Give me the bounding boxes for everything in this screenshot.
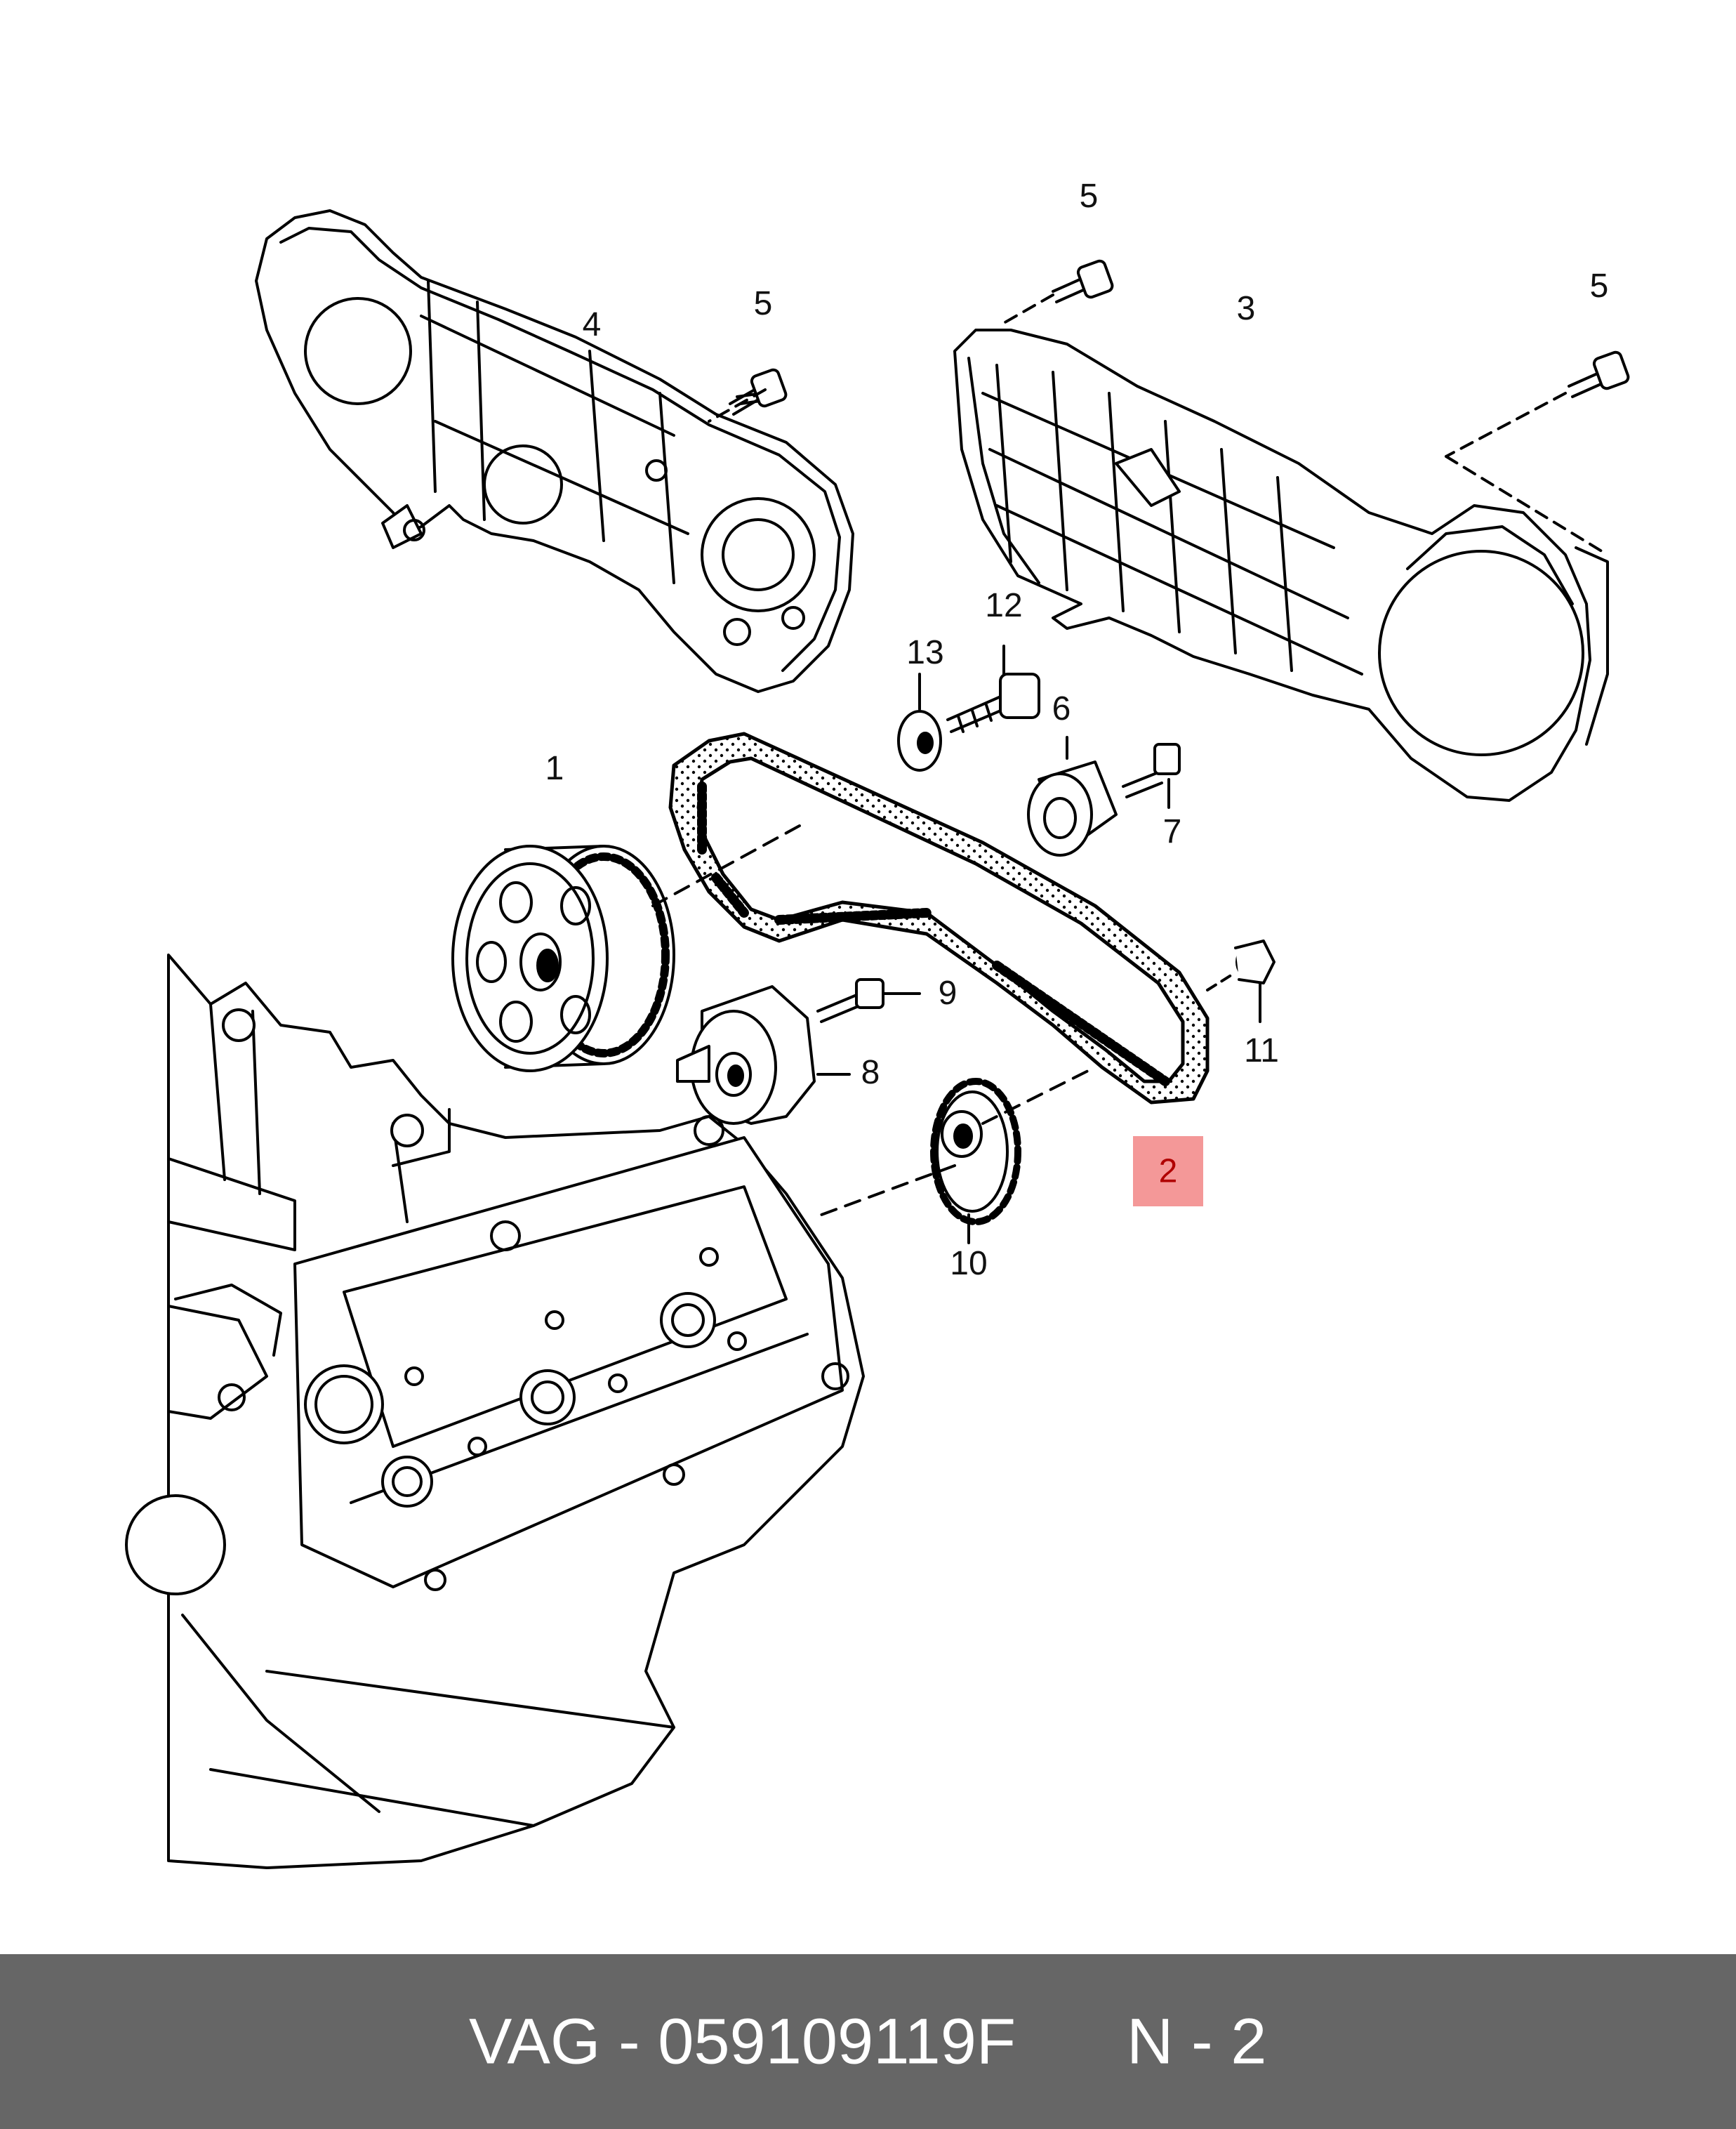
callout-9: 9 (938, 975, 958, 1012)
callout-11: 11 (1244, 1032, 1279, 1069)
bolt-5c (1445, 350, 1630, 556)
callout-6: 6 (1052, 690, 1071, 727)
idler-roller (1027, 736, 1118, 857)
callout-5a: 5 (753, 285, 773, 322)
callout-2-highlight[interactable]: 2 (1133, 1136, 1203, 1206)
bolt-5a (708, 368, 788, 423)
callout-10: 10 (950, 1245, 988, 1282)
bolt-12 (946, 645, 1040, 733)
callout-4: 4 (582, 306, 602, 343)
bolt-5b (1002, 259, 1114, 324)
callout-2: 2 (1158, 1152, 1178, 1190)
callout-12: 12 (985, 587, 1023, 624)
callout-5c: 5 (1589, 268, 1609, 305)
camshaft-sprocket (451, 820, 809, 1072)
callout-8: 8 (861, 1054, 880, 1091)
part-number: VAG - 059109119F (469, 2005, 1016, 2077)
parts-diagram (125, 209, 1630, 1869)
position-label: N - 2 (1127, 2005, 1267, 2077)
engine-block (125, 954, 865, 1869)
washer-13 (897, 673, 942, 772)
timing-belt (668, 732, 1210, 1105)
callout-3: 3 (1236, 290, 1256, 327)
crankshaft-sprocket (820, 1066, 1096, 1244)
callout-1: 1 (545, 750, 564, 787)
callout-5b: 5 (1079, 178, 1099, 215)
tensioner-roller (676, 985, 816, 1125)
bolt-7 (1122, 743, 1181, 809)
bolt-9 (816, 978, 921, 1023)
callout-7: 7 (1162, 813, 1182, 850)
front-timing-cover (953, 329, 1609, 802)
footer-bar: VAG - 059109119F N - 2 (0, 1954, 1736, 2129)
nut-11 (1206, 940, 1276, 1023)
callout-13: 13 (906, 634, 944, 671)
rear-timing-cover (255, 209, 854, 693)
